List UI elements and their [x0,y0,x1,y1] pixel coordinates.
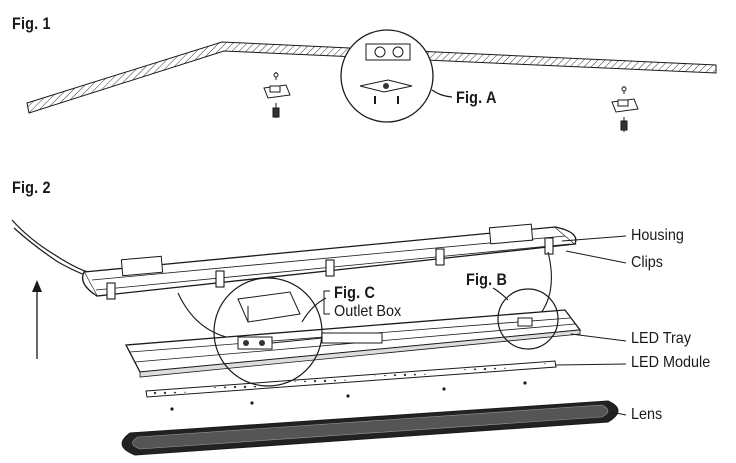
fig-c-label: Fig. C [334,283,376,302]
housing-label: Housing [631,227,684,244]
outlet-box-label: Outlet Box [334,303,402,320]
power-cable [11,219,89,273]
lens [121,400,619,456]
fig-a-inset [340,29,453,123]
leader-lines [323,235,627,416]
clips [106,237,554,300]
clips-label: Clips [631,254,664,271]
fig-b-inset [492,287,559,350]
ceiling-bracket-left [263,72,291,118]
fig-1-title: Fig. 1 [12,14,51,33]
fig-b-label: Fig. B [466,270,508,289]
led-module-label: LED Module [631,354,711,371]
led-module [145,360,557,398]
fig-2-title: Fig. 2 [12,178,51,197]
module-screws [170,381,527,411]
lift-arrow [32,280,42,359]
fig-c-inset [213,277,383,387]
ceiling-bracket-right [611,86,639,132]
led-tray-label: LED Tray [631,330,692,347]
fig-a-label: Fig. A [456,88,497,107]
lens-label: Lens [631,406,663,423]
ceiling-slab [26,41,717,114]
